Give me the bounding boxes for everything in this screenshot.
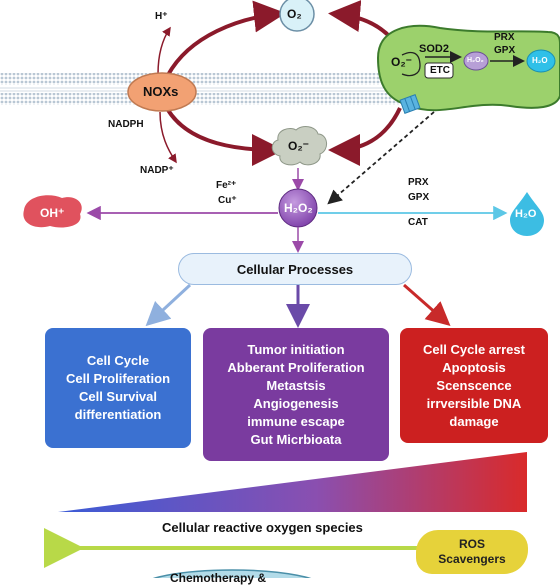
nadph-label: NADPH (108, 119, 144, 130)
ros-gradient-wedge (58, 452, 527, 512)
mito-to-h2o2-dashed (327, 111, 435, 205)
low-ros-line: differentiation (74, 407, 162, 422)
nox-to-superoxide-arrow (166, 108, 284, 166)
o2-circle (279, 0, 315, 32)
high-ros-box: Cell Cycle arrest Apoptosis Scenscence i… (400, 328, 548, 443)
low-ros-box: Cell Cycle Cell Proliferation Cell Survi… (45, 328, 191, 448)
mito-h2o2-label: H₂O₂ (467, 57, 484, 64)
chemotherapy-label: Chemotherapy & (170, 571, 267, 585)
oh-radical-blob (23, 195, 82, 228)
moderate-ros-line: immune escape (247, 413, 345, 429)
mitochondrion (376, 24, 560, 112)
moderate-ros-line: Abberant Proliferation (227, 359, 365, 375)
nox-enzyme (127, 72, 197, 112)
processes-to-left-arrow (145, 283, 192, 327)
ros-axis-label: Cellular reactive oxygen species (162, 520, 363, 535)
cellular-processes-pill: Cellular Processes (178, 253, 412, 285)
moderate-ros-line: Metastsis (266, 377, 326, 393)
cu-label: Cu⁺ (218, 195, 237, 206)
processes-to-right-arrow (403, 283, 451, 326)
moderate-ros-line: Gut Micrbioata (250, 431, 342, 447)
moderate-ros-line: Tumor initiation (247, 341, 345, 357)
nox-label: NOXs (143, 84, 179, 99)
nadp-arrow (159, 111, 177, 164)
mito-h2o-label: H₂O (532, 56, 548, 65)
nox-to-o2-arrow (166, 0, 286, 76)
chemotherapy-pill (152, 569, 312, 578)
scavengers-line: Scavengers (438, 552, 506, 566)
cell-membrane (0, 73, 440, 105)
low-ros-line: Cell Proliferation (65, 371, 171, 386)
sod2-label: SOD2 (419, 43, 449, 55)
low-ros-line: Cell Cycle (86, 353, 150, 368)
nadp-label: NADP⁺ (140, 165, 174, 176)
mito-to-superoxide-arrow (328, 107, 402, 166)
low-ros-line: Cell Survival (78, 389, 158, 404)
h2o2-label: H₂O₂ (284, 201, 313, 215)
moderate-ros-line: Angiogenesis (253, 395, 339, 411)
cat-label: CAT (408, 217, 428, 228)
high-ros-line: Apoptosis (442, 359, 506, 375)
h-plus-arrow (157, 26, 171, 75)
ros-scavengers-blob: ROS Scavengers (416, 530, 528, 574)
h-plus-label: H⁺ (155, 11, 168, 22)
h2o-label: H₂O (515, 208, 537, 220)
superoxide-cloud (271, 126, 327, 166)
mito-gpx-label: GPX (494, 45, 516, 56)
etc-label: ETC (430, 65, 450, 76)
scavengers-line: ROS (458, 537, 485, 551)
water-drop (510, 192, 544, 236)
gpx-label: GPX (408, 192, 430, 203)
prx-label: PRX (408, 177, 429, 188)
moderate-ros-box: Tumor initiation Abberant Proliferation … (203, 328, 389, 461)
high-ros-line: Scenscence (436, 377, 512, 393)
mito-o2-minus-label: O₂⁻ (391, 55, 412, 69)
cellular-processes-label: Cellular Processes (236, 261, 354, 277)
superoxide-label: O₂⁻ (288, 139, 309, 153)
membrane-channel (399, 94, 421, 114)
oh-label: OH⁺ (40, 206, 65, 220)
o2-label: O₂ (287, 7, 302, 21)
high-ros-line: Cell Cycle arrest (423, 341, 525, 357)
high-ros-line: irrversible DNA (426, 395, 522, 411)
high-ros-line: damage (449, 413, 499, 429)
mito-prx-label: PRX (494, 32, 515, 43)
fe-label: Fe²⁺ (216, 180, 237, 191)
